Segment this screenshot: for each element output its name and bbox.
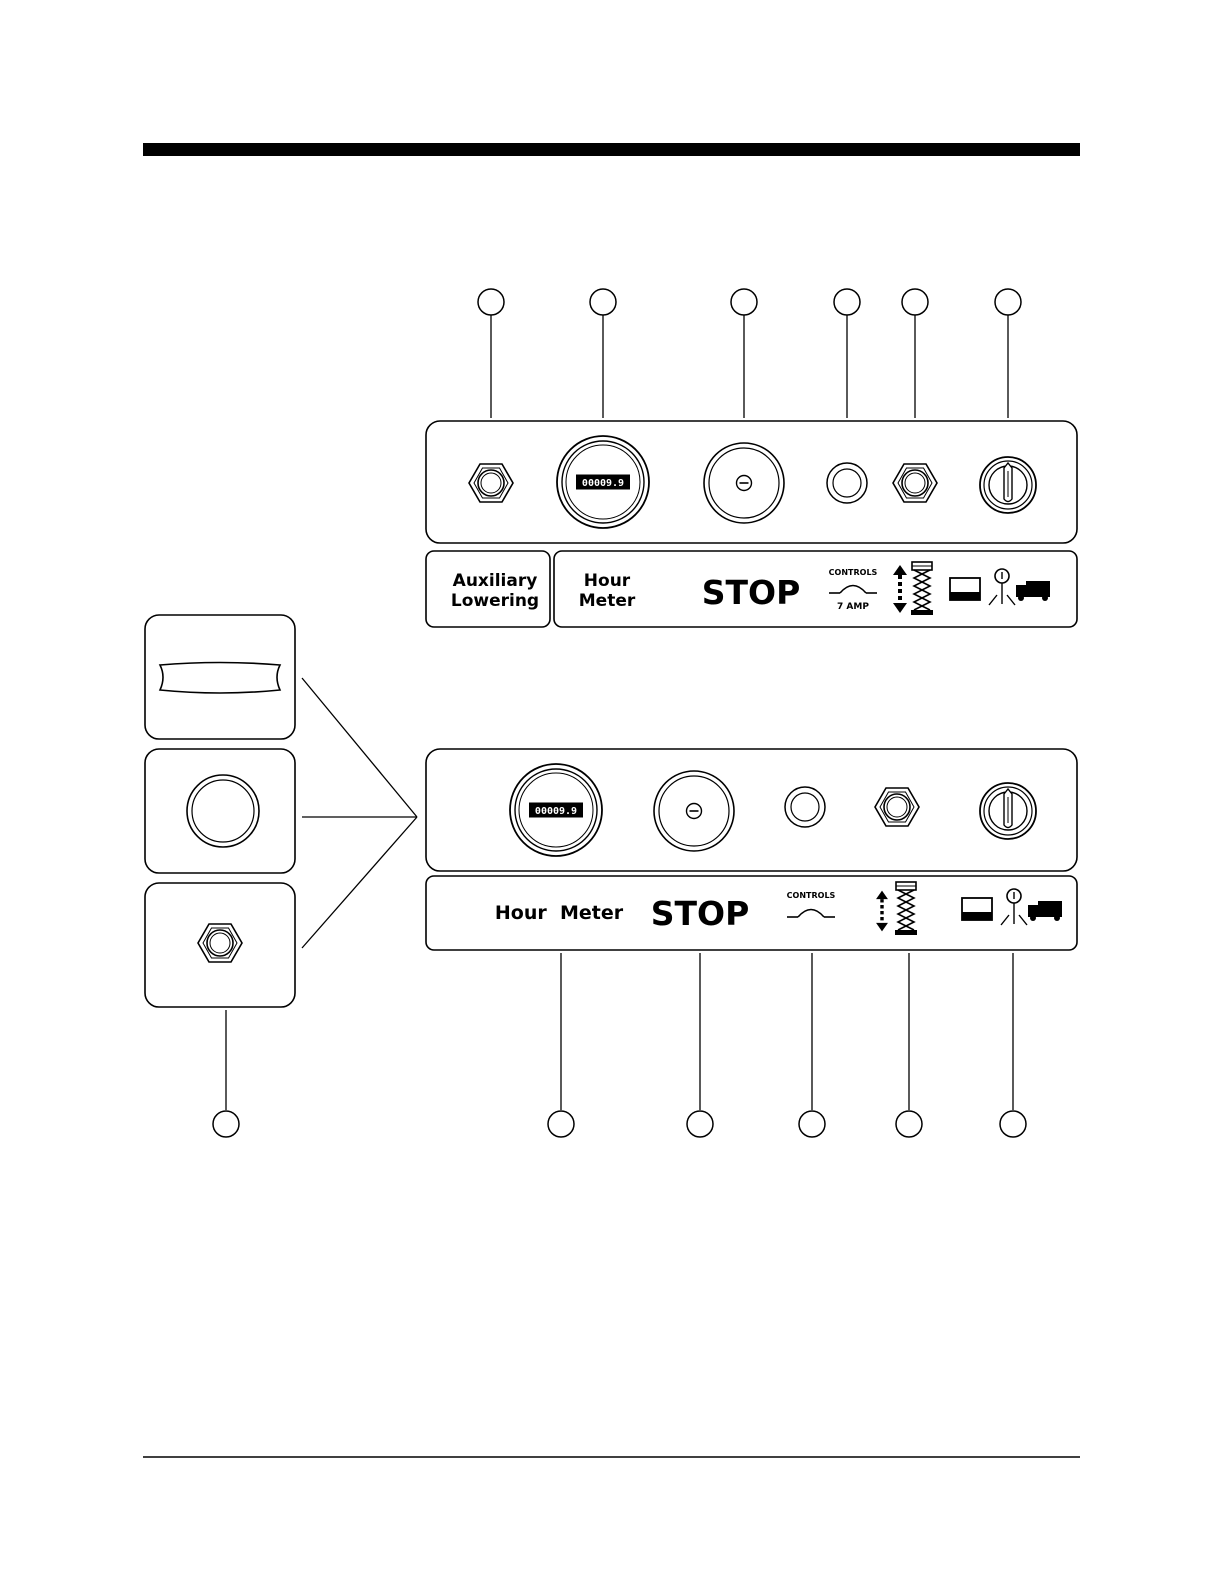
toggle-switch-icon: [160, 663, 280, 694]
controls-label: CONTROLS: [829, 568, 878, 577]
hour-meter: 00009.9: [557, 436, 649, 528]
callout-circle: [799, 1111, 825, 1137]
top-label-strip: [554, 551, 1077, 627]
callout-circle: [834, 289, 860, 315]
top-leader-lines: [491, 315, 1008, 418]
key-switch-bottom[interactable]: [980, 783, 1036, 839]
circuit-breaker[interactable]: [827, 463, 867, 503]
hour-meter-bottom: 00009.9: [510, 764, 602, 856]
callout-circle: [478, 289, 504, 315]
hour-label-bottom: Hour Meter: [495, 902, 624, 924]
callout-circle: [1000, 1111, 1026, 1137]
callout-circle: [902, 289, 928, 315]
aux-label-line2: Lowering: [451, 591, 539, 611]
key-switch[interactable]: [980, 457, 1036, 513]
header-rule: [143, 143, 1080, 156]
insert-leader-lines: [302, 678, 417, 948]
controls-label-bottom: CONTROLS: [787, 891, 836, 900]
callout-circle: [731, 289, 757, 315]
bottom-leader-lines: [226, 953, 1013, 1110]
stop-label-bottom: STOP: [651, 894, 750, 933]
callout-circle: [590, 289, 616, 315]
circuit-breaker-bottom[interactable]: [785, 787, 825, 827]
amp-label: 7 AMP: [837, 602, 869, 612]
bottom-callouts: [213, 1111, 1026, 1137]
callout-circle: [896, 1111, 922, 1137]
callout-circle: [687, 1111, 713, 1137]
emergency-stop-button[interactable]: [704, 443, 784, 523]
callout-circle: [995, 289, 1021, 315]
hour-meter-reading-bottom: 00009.9: [535, 806, 577, 817]
hour-meter-reading: 00009.9: [582, 478, 624, 489]
hour-label-line2: Meter: [579, 591, 636, 611]
callout-circle: [548, 1111, 574, 1137]
round-button-icon: [187, 775, 259, 847]
top-callouts: [478, 289, 1021, 315]
hour-label-line1: Hour: [584, 571, 631, 591]
stop-label: STOP: [702, 573, 801, 612]
aux-label-line1: Auxiliary: [453, 571, 538, 591]
emergency-stop-button-bottom[interactable]: [654, 771, 734, 851]
callout-circle: [213, 1111, 239, 1137]
